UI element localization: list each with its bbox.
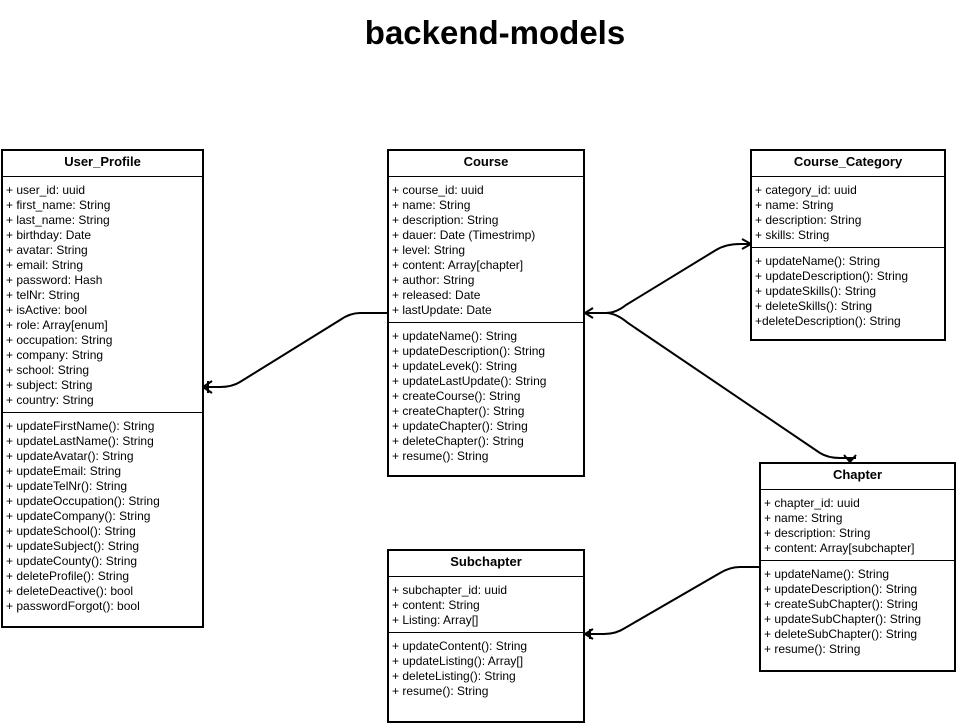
attribute: + skills: String <box>755 228 830 242</box>
class-course[interactable]: Course + course_id: uuid + name: String … <box>387 149 585 477</box>
method: + updateSchool(): String <box>6 524 136 538</box>
method: + updateDescription(): String <box>755 269 909 283</box>
class-course-category[interactable]: Course_Category + category_id: uuid + na… <box>750 149 946 341</box>
class-name: Course_Category <box>752 151 944 177</box>
attribute: + subchapter_id: uuid <box>392 583 508 597</box>
class-subchapter[interactable]: Subchapter + subchapter_id: uuid + conte… <box>387 549 585 723</box>
connector-course-chapter <box>585 312 851 462</box>
attribute: + subject: String <box>6 378 93 392</box>
method: + updateName(): String <box>392 329 518 343</box>
method: + updateLastName(): String <box>6 434 154 448</box>
connector-course-category <box>585 243 751 314</box>
method: + createSubChapter(): String <box>764 597 918 611</box>
method: + updateSkills(): String <box>755 284 877 298</box>
attribute: + first_name: String <box>6 198 111 212</box>
attributes-section: + subchapter_id: uuid + content: String … <box>389 577 583 633</box>
attribute: + lastUpdate: Date <box>392 303 492 317</box>
method: + updateFirstName(): String <box>6 419 155 433</box>
method: + updateName(): String <box>755 254 881 268</box>
attribute: + last_name: String <box>6 213 110 227</box>
method: + deleteDeactive(): bool <box>6 584 134 598</box>
method: + updateListing(): Array[] <box>392 654 524 668</box>
method: + deleteListing(): String <box>392 669 516 683</box>
class-name: Chapter <box>761 464 954 490</box>
attribute: + telNr: String <box>6 288 80 302</box>
attribute: + Listing: Array[] <box>392 613 479 627</box>
attribute: + content: Array[subchapter] <box>764 541 915 555</box>
attribute: + level: String <box>392 243 466 257</box>
method: + resume(): String <box>392 449 489 463</box>
attribute: + description: String <box>392 213 499 227</box>
attribute: + name: String <box>392 198 471 212</box>
attribute: + country: String <box>6 393 94 407</box>
method: + resume(): String <box>392 684 489 698</box>
attribute: + avatar: String <box>6 243 88 257</box>
method: + updateLevek(): String <box>392 359 518 373</box>
method: +deleteDescription(): String <box>755 314 901 328</box>
attributes-section: + course_id: uuid + name: String + descr… <box>389 177 583 323</box>
method: + deleteProfile(): String <box>6 569 130 583</box>
attribute: + school: String <box>6 363 90 377</box>
method: + updateLastUpdate(): String <box>392 374 547 388</box>
methods-section: + updateContent(): String + updateListin… <box>389 633 583 703</box>
diagram-title: backend-models <box>364 14 626 51</box>
class-name: User_Profile <box>3 151 202 177</box>
attribute: + email: String <box>6 258 84 272</box>
attribute: + author: String <box>392 273 475 287</box>
method: + updateCompany(): String <box>6 509 151 523</box>
attribute: + chapter_id: uuid <box>764 496 860 510</box>
attribute: + released: Date <box>392 288 481 302</box>
method: + createCourse(): String <box>392 389 521 403</box>
attribute: + role: Array[enum] <box>6 318 108 332</box>
method: + updateOccupation(): String <box>6 494 160 508</box>
methods-section: + updateFirstName(): String + updateLast… <box>3 413 202 618</box>
method: + updateDescription(): String <box>392 344 546 358</box>
attribute: + name: String <box>755 198 834 212</box>
attribute: + birthday: Date <box>6 228 92 242</box>
attribute: + dauer: Date (Timestrimp) <box>392 228 536 242</box>
attributes-section: + chapter_id: uuid + name: String + desc… <box>761 490 954 561</box>
method: + updateEmail: String <box>6 464 122 478</box>
method: + deleteChapter(): String <box>392 434 524 448</box>
method: + updateSubject(): String <box>6 539 140 553</box>
method: + createChapter(): String <box>392 404 525 418</box>
attribute: + course_id: uuid <box>392 183 484 197</box>
attribute: + description: String <box>755 213 862 227</box>
method: + deleteSubChapter(): String <box>764 627 918 641</box>
attribute: + content: String <box>392 598 480 612</box>
attribute: + name: String <box>764 511 843 525</box>
method: + updateTelNr(): String <box>6 479 128 493</box>
attribute: + password: Hash <box>6 273 103 287</box>
method: + updateAvatar(): String <box>6 449 134 463</box>
attribute: + description: String <box>764 526 871 540</box>
attribute: + company: String <box>6 348 104 362</box>
method: + deleteSkills(): String <box>755 299 873 313</box>
attribute: + isActive: bool <box>6 303 88 317</box>
method: + resume(): String <box>764 642 861 656</box>
class-name: Course <box>389 151 583 177</box>
method: + updateSubChapter(): String <box>764 612 922 626</box>
method: + updateChapter(): String <box>392 419 528 433</box>
attribute: + category_id: uuid <box>755 183 857 197</box>
methods-section: + updateName(): String + updateDescripti… <box>761 561 954 661</box>
attributes-section: + category_id: uuid + name: String + des… <box>752 177 944 248</box>
method: + updateName(): String <box>764 567 890 581</box>
method: + updateContent(): String <box>392 639 528 653</box>
class-user-profile[interactable]: User_Profile + user_id: uuid + first_nam… <box>1 149 204 628</box>
crowfoot-category <box>741 238 752 245</box>
connector-course-user-profile <box>203 312 388 388</box>
methods-section: + updateName(): String + updateDescripti… <box>389 323 583 468</box>
attributes-section: + user_id: uuid + first_name: String + l… <box>3 177 202 413</box>
attribute: + occupation: String <box>6 333 113 347</box>
connector-chapter-subchapter <box>585 566 760 635</box>
class-chapter[interactable]: Chapter + chapter_id: uuid + name: Strin… <box>759 462 956 672</box>
class-name: Subchapter <box>389 551 583 577</box>
attribute: + user_id: uuid <box>6 183 86 197</box>
attribute: + content: Array[chapter] <box>392 258 524 272</box>
method: + updateCounty(): String <box>6 554 138 568</box>
method: + updateDescription(): String <box>764 582 918 596</box>
methods-section: + updateName(): String + updateDescripti… <box>752 248 944 333</box>
method: + passwordForgot(): bool <box>6 599 140 613</box>
